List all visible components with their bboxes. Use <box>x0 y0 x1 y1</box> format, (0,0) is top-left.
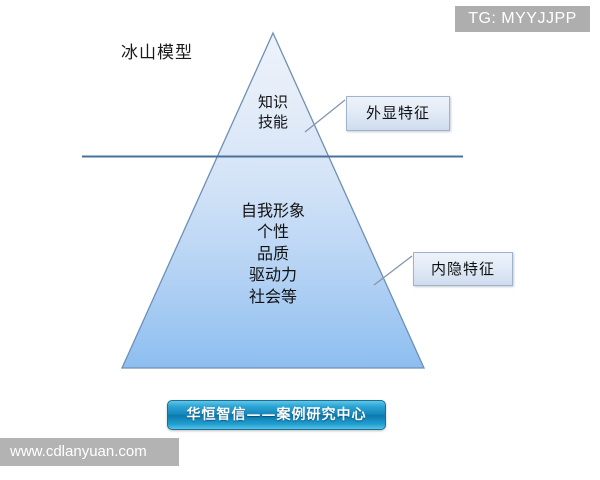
above-water-line-1: 知识 <box>257 93 288 111</box>
page-title: 冰山模型 <box>121 43 193 63</box>
watermark-url: www.cdlanyuan.com <box>0 438 179 466</box>
leader-line-explicit <box>304 99 346 133</box>
leader-line-implicit <box>373 255 413 286</box>
iceberg-triangle <box>120 31 426 369</box>
watermark-tg: TG: MYYJJPP <box>455 6 590 32</box>
callout-implicit-traits[interactable]: 内隐特征 <box>413 252 513 286</box>
callout-explicit-traits[interactable]: 外显特征 <box>346 96 450 131</box>
below-water-line-3: 品质 <box>256 243 289 263</box>
above-water-text-group: 知识 技能 <box>223 92 323 132</box>
below-water-text-group: 自我形象 个性 品质 驱动力 社会等 <box>203 200 343 307</box>
above-water-line-2: 技能 <box>257 113 288 132</box>
below-water-line-4: 驱动力 <box>248 265 297 285</box>
below-water-line-2: 个性 <box>256 222 289 242</box>
below-water-line-1: 自我形象 <box>240 201 305 220</box>
footer-banner: 华恒智信——案例研究中心 <box>167 400 386 430</box>
below-water-line-5: 社会等 <box>248 286 297 306</box>
